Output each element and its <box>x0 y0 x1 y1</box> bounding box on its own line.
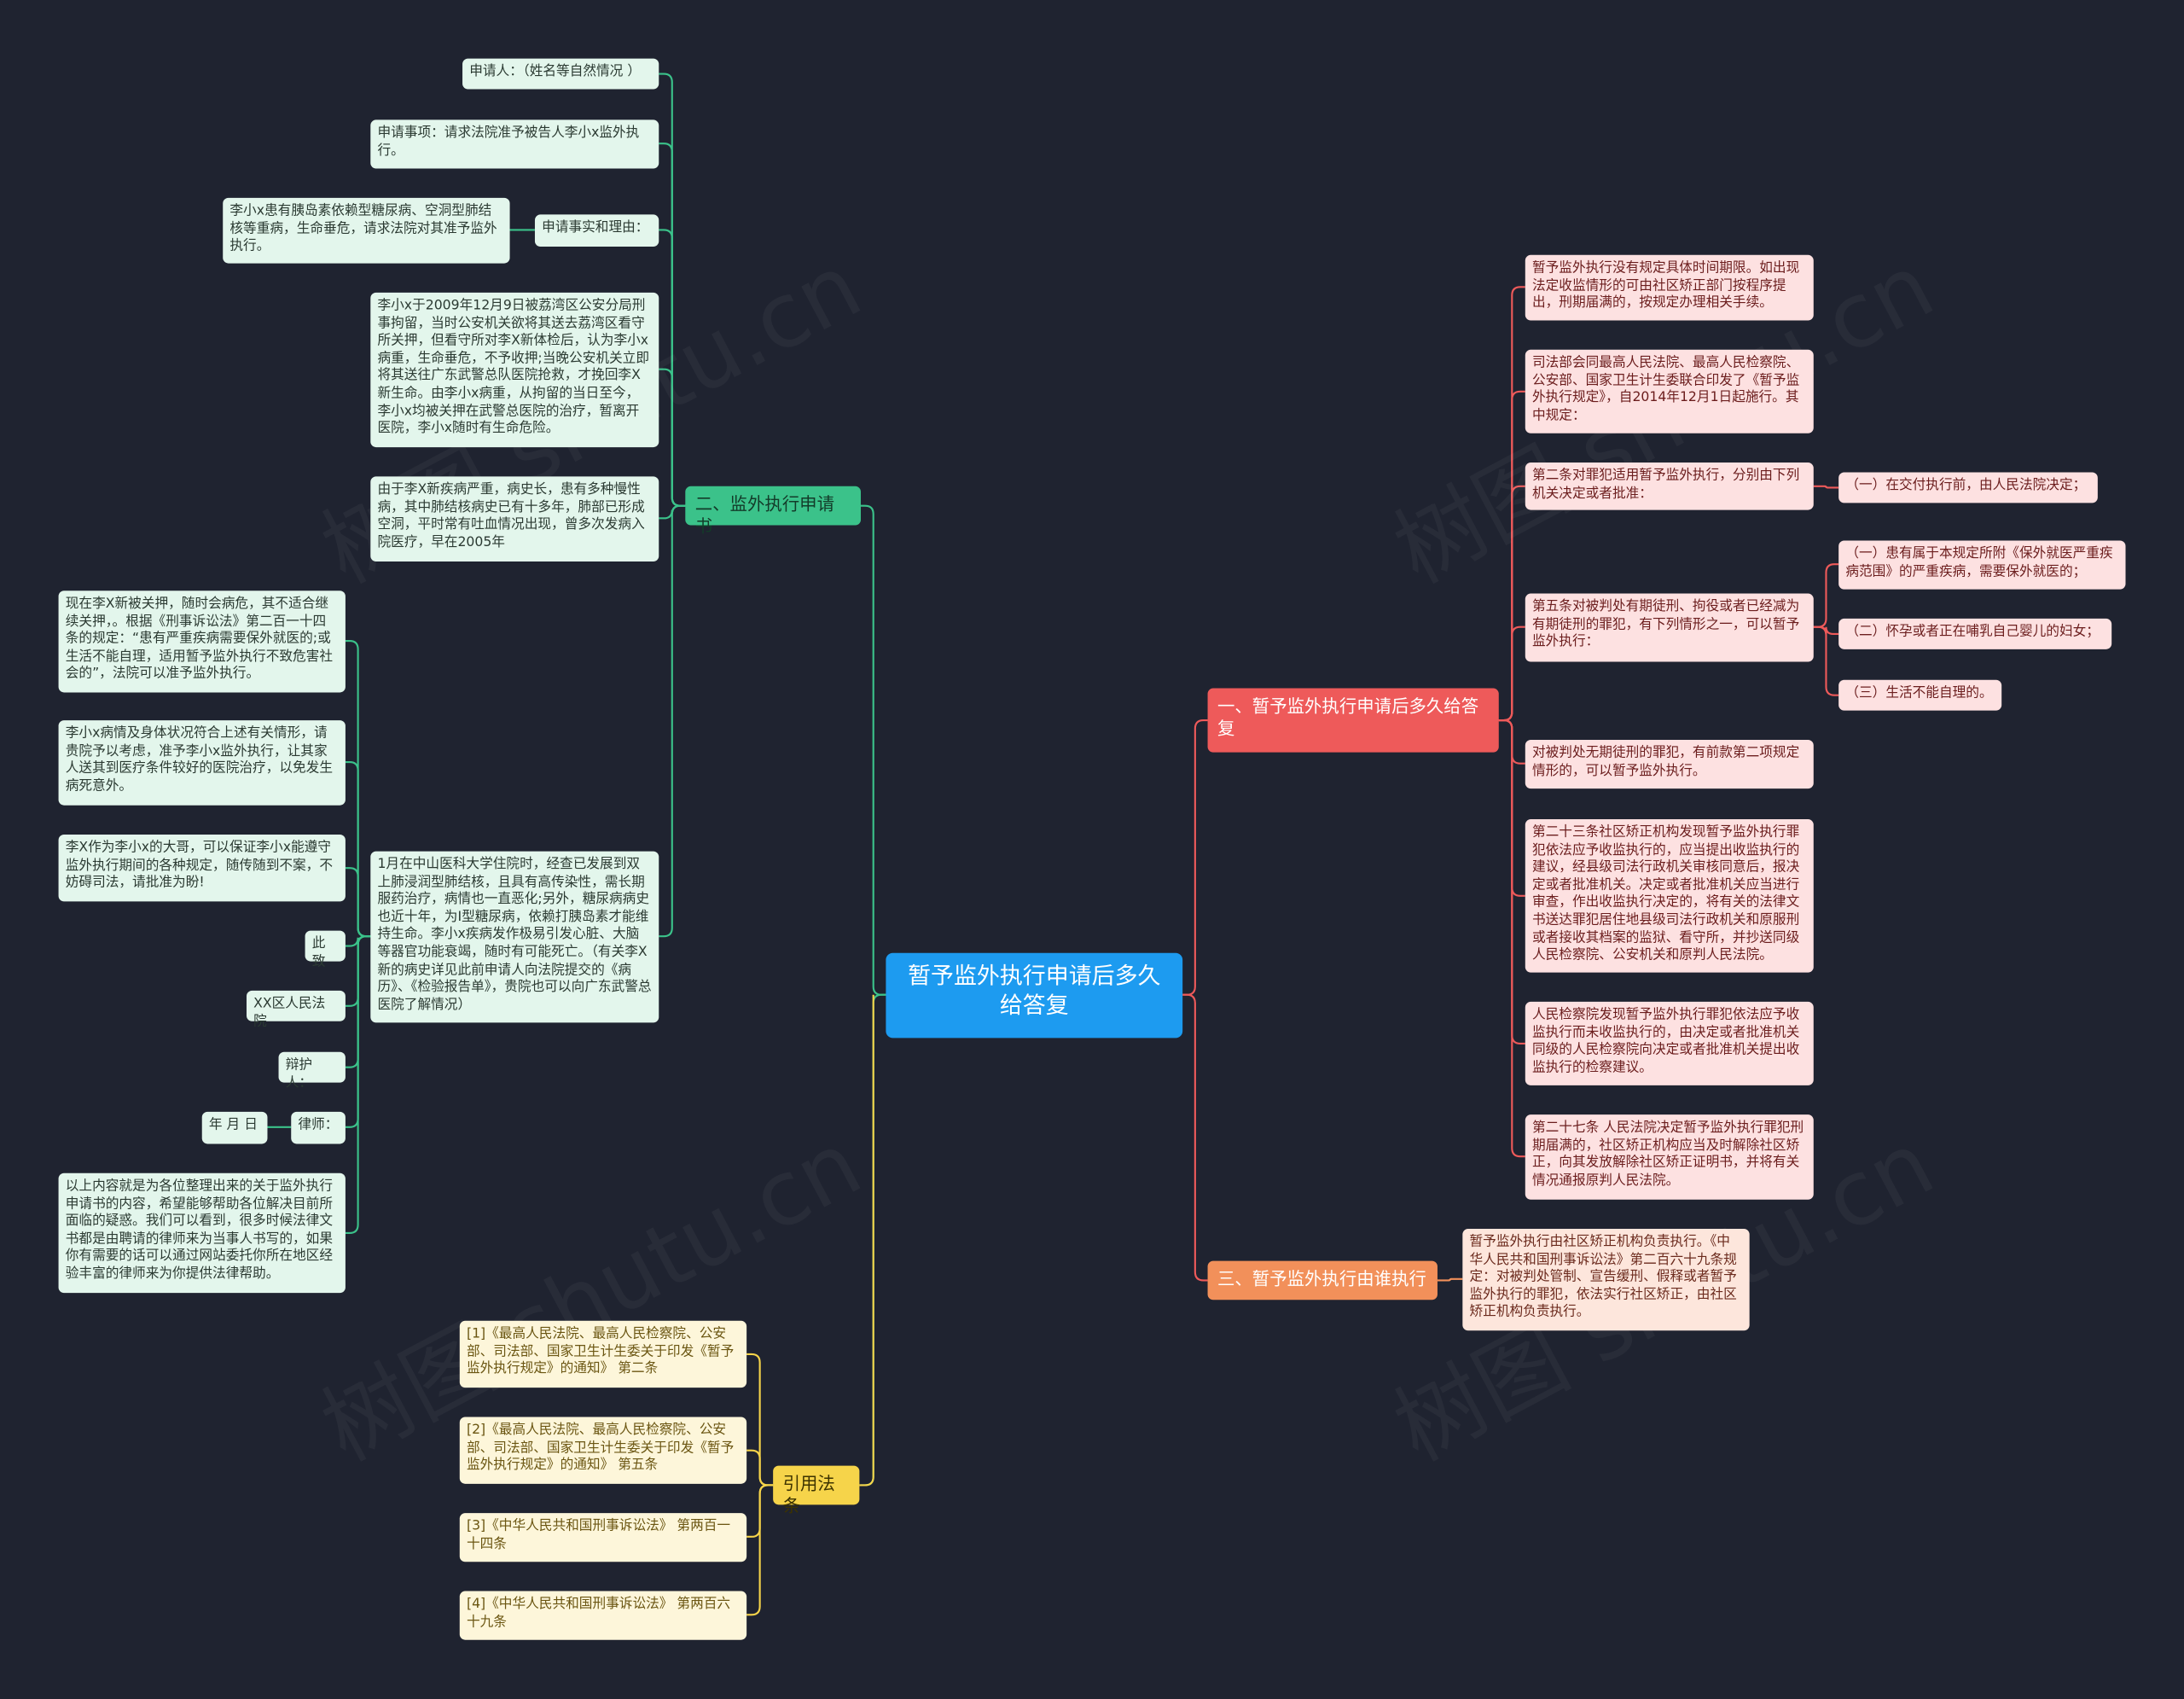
b1-item-6[interactable]: 人民检察院发现暂予监外执行罪犯依法应予收监执行而未收监执行的，由决定或者批准机关… <box>1525 1001 1814 1085</box>
branch-1-links <box>1498 625 1525 722</box>
b1-item-7[interactable]: 第二十七条 人民法院决定暂予监外执行罪犯刑期届满的，社区矫正机构应当及时解除社区… <box>1525 1114 1814 1200</box>
b1-art2-sub[interactable]: （一）在交付执行前，由人民法院决定； <box>1838 472 2098 503</box>
branch-1-links <box>1498 719 1525 1158</box>
branch-4-topic[interactable]: 引用法条 <box>773 1465 860 1516</box>
last-subs-links <box>345 935 371 1235</box>
b2-item-0[interactable]: 申请人：（姓名等自然情况 ） <box>462 58 659 90</box>
b2-item-2[interactable]: 申请事实和理由： <box>534 214 659 247</box>
b2-item-1[interactable]: 申请事项：请求法院准予被告人李小x监外执行。 <box>370 119 659 169</box>
b2-last-sub-1[interactable]: 李小x病情及身体状况符合上述有关情形，请贵院予以考虑，准予李小x监外执行，让其家… <box>58 720 346 806</box>
branch-2-topic[interactable]: 二、监外执行申请书 <box>685 486 862 537</box>
art5-links <box>1813 563 1839 628</box>
art5-links <box>1813 625 1839 696</box>
b2-reason-detail[interactable]: 李小x患有胰岛素依赖型糖尿病、空洞型肺结核等重病，生命垂危，请求法院对其准予监外… <box>223 197 510 264</box>
b1-item-3[interactable]: 第五条对被判处有期徒刑、拘役或者已经减为有期徒刑的罪犯，有下列情形之一，可以暂予… <box>1525 593 1814 662</box>
branch-4-links <box>746 1449 774 1487</box>
b1-item-4[interactable]: 对被判处无期徒刑的罪犯，有前款第二项规定情形的，可以暂予监外执行。 <box>1525 739 1814 789</box>
b2-last-sub-0[interactable]: 现在李X新被关押，随时会病危，其不适合继续关押，。根据《刑事诉讼法》第二百一十四… <box>58 591 346 693</box>
b4-item-3[interactable]: [4]《中华人民共和国刑事诉讼法》 第两百六十九条 <box>459 1591 747 1640</box>
b1-item-1[interactable]: 司法部会同最高人民法院、最高人民检察院、公安部、国家卫生计生委联合印发了《暂予监… <box>1525 349 1814 433</box>
b1-item-0[interactable]: 暂予监外执行没有规定具体时间期限。如出现法定收监情形的可由社区矫正部门按程序提出… <box>1525 254 1814 321</box>
b2-item-4[interactable]: 由于李X新疾病严重，病史长，患有多种慢性病，其中肺结核病史已有十多年，肺部已形成… <box>370 476 659 561</box>
b2-last-sub-6[interactable]: 律师： <box>291 1111 346 1144</box>
art2-link <box>1813 485 1839 489</box>
b1-item-5[interactable]: 第二十三条社区矫正机构发现暂予监外执行罪犯依法应予收监执行的，应当提出收监执行的… <box>1525 819 1814 973</box>
b2-item-5[interactable]: 1月在中山医科大学住院时，经查已发展到双上肺浸润型肺结核，且具有高传染性，需长期… <box>370 851 659 1023</box>
b1-art5-sub-2[interactable]: （三）生活不能自理的。 <box>1838 679 2002 711</box>
root-to-left-branches <box>861 504 886 996</box>
branch-2-links <box>659 504 686 938</box>
root-to-right-branches <box>1182 993 1208 1282</box>
root-topic[interactable]: 暂予监外执行申请后多久给答复 <box>886 952 1183 1039</box>
root-to-right-branches <box>1182 719 1208 996</box>
b1-item-2[interactable]: 第二条对罪犯适用暂予监外执行，分别由下列机关决定或者批准： <box>1525 463 1814 510</box>
b4-item-2[interactable]: [3]《中华人民共和国刑事诉讼法》 第两百一十四条 <box>459 1513 747 1562</box>
branch-1-topic[interactable]: 一、暂予监外执行申请后多久给答复 <box>1207 688 1499 753</box>
b2-last-sub-2[interactable]: 李X作为李小x的大哥，可以保证李小x能遵守监外执行期间的各种规定，随传随到不案，… <box>58 834 346 902</box>
b2-last-sub-7[interactable]: 以上内容就是为各位整理出来的关于监外执行申请书的内容，希望能够帮助各位解决目前所… <box>58 1172 346 1294</box>
branch-3-link <box>1437 1277 1463 1282</box>
branch-3-topic[interactable]: 三、暂予监外执行由谁执行 <box>1207 1260 1438 1300</box>
last-subs-links <box>345 867 371 938</box>
b1-art5-sub-0[interactable]: （一）患有属于本规定所附《保外就医严重疾病范围》的严重疾病，需要保外就医的； <box>1838 540 2126 590</box>
b3-item-0[interactable]: 暂予监外执行由社区矫正机构负责执行。《中华人民共和国刑事诉讼法》第二百六十九条规… <box>1462 1229 1750 1331</box>
branch-4-links <box>746 1484 774 1616</box>
b2-last-sub-3[interactable]: 此致 <box>305 930 346 969</box>
b1-art5-sub-1[interactable]: （二）怀孕或者正在哺乳自己婴儿的妇女； <box>1838 618 2112 649</box>
root-to-branch-4 <box>859 994 874 1487</box>
b2-last-sub-4[interactable]: XX区人民法院 <box>246 990 346 1029</box>
b2-lawyer-date[interactable]: 年 月 日 <box>201 1111 268 1144</box>
b2-last-sub-5[interactable]: 辩护人： <box>278 1051 346 1091</box>
b4-item-1[interactable]: [2]《最高人民法院、最高人民检察院、公安部、司法部、国家卫生计生委关于印发《暂… <box>459 1417 747 1484</box>
b2-item-3[interactable]: 李小x于2009年12月9日被荔湾区公安分局刑事拘留，当时公安机关欲将其送去荔湾… <box>370 292 659 448</box>
b4-item-0[interactable]: [1]《最高人民法院、最高人民检察院、公安部、司法部、国家卫生计生委关于印发《暂… <box>459 1320 747 1388</box>
